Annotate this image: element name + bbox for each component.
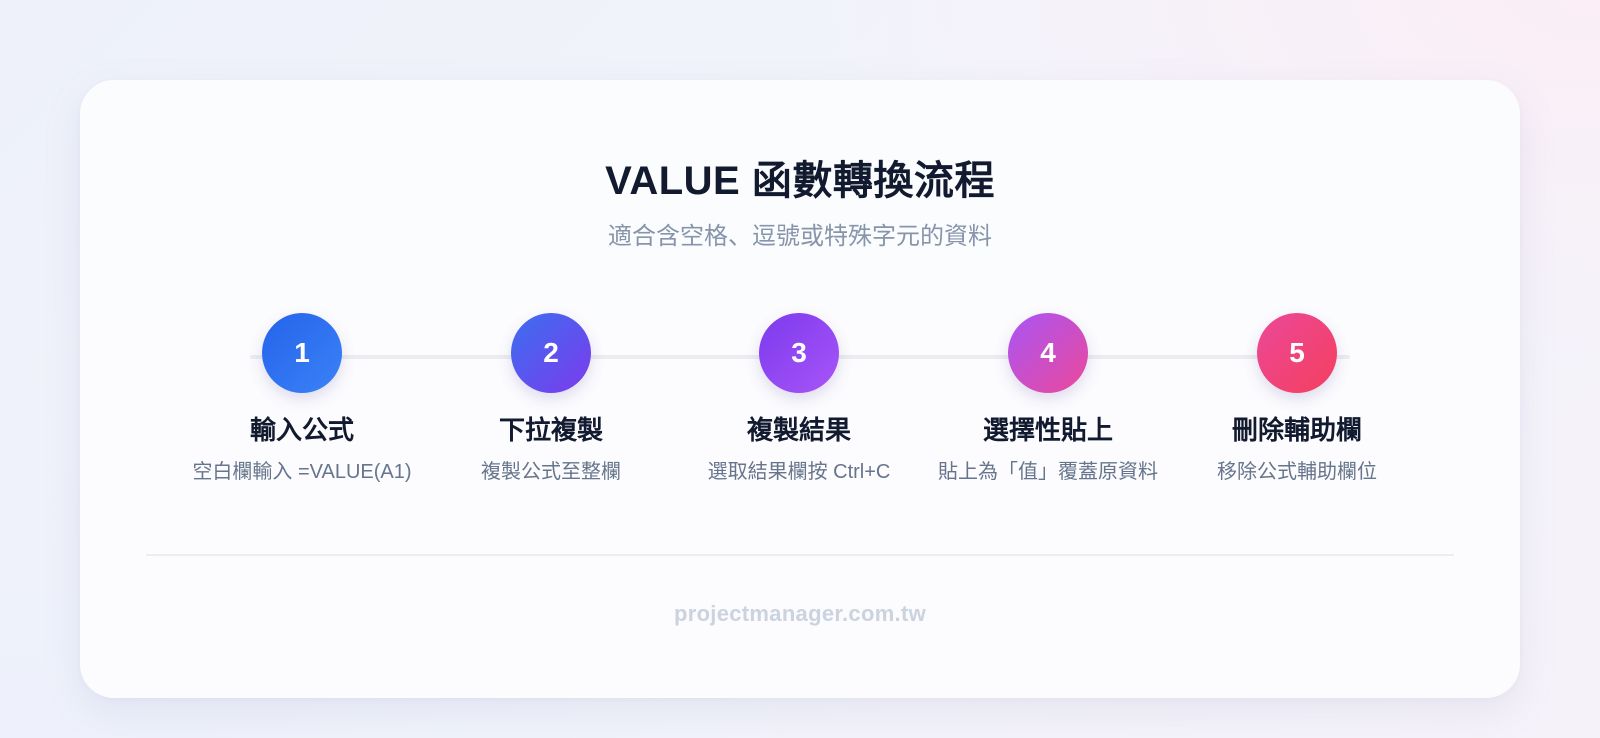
step-title: 選擇性貼上: [982, 415, 1113, 445]
step-1: 1 輸入公式 空白欄輸入 =VALUE(A1): [177, 313, 427, 485]
step-description: 貼上為「值」覆蓋原資料: [938, 461, 1158, 483]
step-3: 3 複製結果 選取結果欄按 Ctrl+C: [674, 313, 924, 485]
page-title: VALUE 函數轉換流程: [605, 159, 995, 203]
step-number-badge: 4: [1008, 313, 1088, 393]
step-number: 1: [294, 337, 310, 368]
step-number: 5: [1289, 337, 1305, 368]
step-2: 2 下拉複製 複製公式至整欄: [426, 313, 676, 485]
step-description: 複製公式至整欄: [481, 461, 621, 483]
step-description: 選取結果欄按 Ctrl+C: [707, 461, 891, 483]
step-title: 輸入公式: [249, 415, 354, 445]
step-number: 3: [791, 337, 807, 368]
step-title: 下拉複製: [498, 415, 603, 445]
step-number-badge: 1: [262, 313, 342, 393]
step-number-badge: 5: [1257, 313, 1337, 393]
page-subtitle: 適合含空格、逗號或特殊字元的資料: [608, 223, 992, 250]
step-4: 4 選擇性貼上 貼上為「值」覆蓋原資料: [923, 313, 1173, 485]
step-title: 複製結果: [746, 415, 851, 445]
step-description: 移除公式輔助欄位: [1217, 461, 1377, 483]
flow-card: VALUE 函數轉換流程 適合含空格、逗號或特殊字元的資料 1 輸入公式 空白欄…: [80, 80, 1520, 698]
footer-watermark: projectmanager.com.tw: [673, 601, 927, 626]
step-number-badge: 2: [511, 313, 591, 393]
step-5: 5 刪除輔助欄 移除公式輔助欄位: [1172, 313, 1422, 485]
step-description: 空白欄輸入 =VALUE(A1): [192, 461, 412, 483]
step-number: 4: [1040, 337, 1056, 368]
step-title: 刪除輔助欄: [1231, 415, 1362, 445]
footer-divider: [146, 554, 1454, 556]
step-number: 2: [543, 337, 559, 368]
step-number-badge: 3: [759, 313, 839, 393]
